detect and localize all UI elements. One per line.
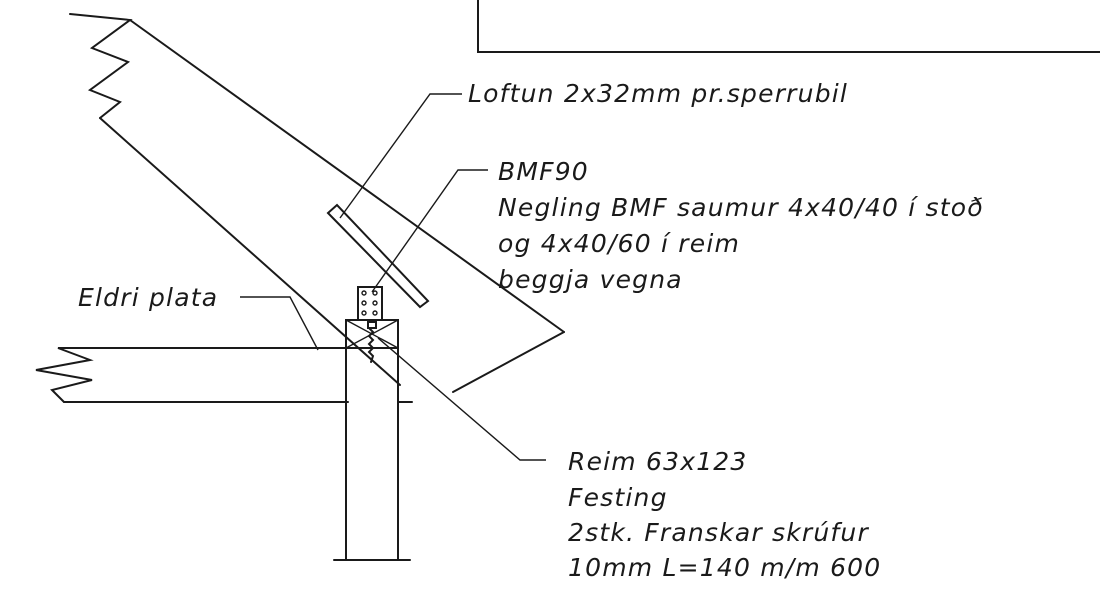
label-festing: Festing	[568, 483, 668, 512]
label-bmf-reim: og 4x40/60 í reim	[498, 229, 741, 258]
label-bmf-nailing: Negling BMF saumur 4x40/40 í stoð	[498, 193, 984, 222]
label-bmf-sides: beggja vegna	[498, 265, 683, 294]
leader-reim	[377, 337, 546, 461]
label-eldri-plata: Eldri plata	[78, 283, 219, 312]
label-screw-size: 10mm L=140 m/m 600	[568, 553, 882, 582]
screw	[367, 321, 377, 363]
leader-loftun	[339, 93, 462, 219]
leader-bmf90	[371, 169, 488, 293]
leader-eldri-plata	[240, 296, 319, 351]
existing-plate	[35, 347, 413, 403]
rafter	[69, 13, 565, 393]
post	[333, 319, 411, 561]
label-reim: Reim 63x123	[568, 447, 748, 476]
title-block-frame	[477, 0, 1100, 53]
label-loftun: Loftun 2x32mm pr.sperrubil	[468, 79, 849, 108]
bmf90-bracket	[357, 286, 383, 321]
label-screws: 2stk. Franskar skrúfur	[568, 518, 869, 547]
label-bmf90: BMF90	[498, 157, 589, 186]
ventilation-batten	[326, 203, 430, 309]
